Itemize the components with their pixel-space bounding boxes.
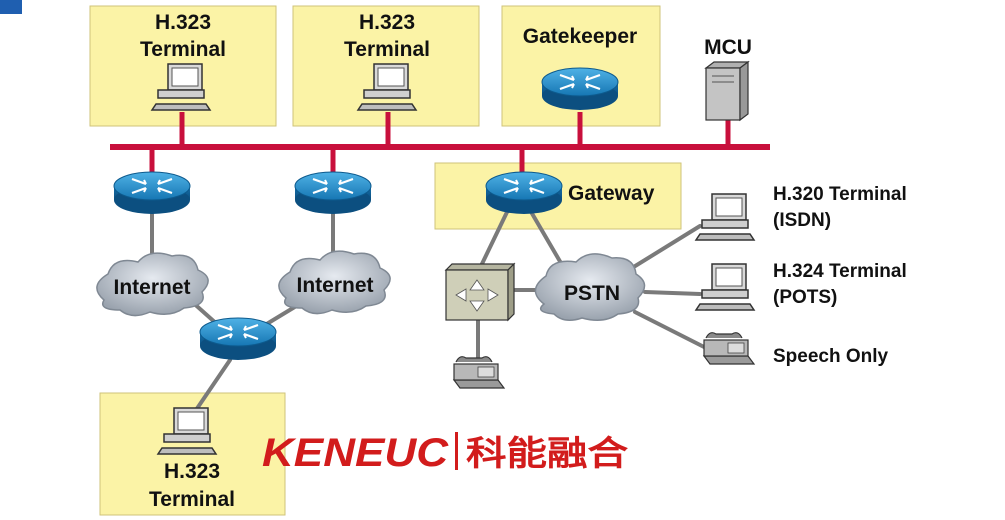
h320-label-line2: (ISDN): [773, 210, 831, 231]
mcu-server-icon: [704, 60, 750, 122]
pbx-switch-icon: [444, 262, 516, 322]
bus-drops: [149, 112, 731, 172]
speech-only-label: Speech Only: [773, 346, 889, 367]
router-middle-icon: [293, 170, 373, 216]
gatekeeper-router-icon: [540, 66, 620, 112]
gatekeeper-label: Gatekeeper: [523, 25, 637, 48]
pstn-label: PSTN: [564, 282, 620, 305]
h323-terminal-2-label-line1: H.323: [359, 11, 415, 34]
internet-right-label: Internet: [296, 274, 373, 297]
brand-chinese-text: 科能融合: [466, 434, 628, 474]
lan-bus: [110, 144, 770, 150]
speech-only-phone-icon: [703, 332, 755, 365]
h323-terminal-3-label-line1: H.323: [164, 460, 220, 483]
brand-watermark: KENEUC 科能融合: [262, 431, 628, 475]
h320-label-line1: H.320 Terminal: [773, 184, 907, 205]
h324-label-line2: (POTS): [773, 287, 837, 308]
h323-terminal-3-label-line2: Terminal: [149, 488, 235, 511]
h323-terminal-2-label-line2: Terminal: [344, 38, 430, 61]
gateway-label: Gateway: [568, 182, 655, 205]
router-left-icon: [112, 170, 192, 216]
router-bottom-icon: [198, 316, 278, 362]
internet-cloud-right: [278, 250, 391, 315]
mcu-label: MCU: [704, 36, 752, 59]
h324-label-line1: H.324 Terminal: [773, 261, 907, 282]
internet-cloud-left: [96, 252, 209, 317]
h323-terminal-1-label-line2: Terminal: [140, 38, 226, 61]
gateway-router-icon: [484, 170, 564, 216]
h323-terminal-1-label-line1: H.323: [155, 11, 211, 34]
pstn-cloud: [534, 253, 646, 321]
h324-terminal-pc-icon: [695, 263, 755, 311]
corner-marker: [0, 0, 22, 14]
brand-divider: [455, 432, 458, 470]
zone-gatekeeper: [501, 5, 661, 127]
phone-handset-icon: [453, 356, 505, 389]
brand-latin-text: KENEUC: [262, 431, 449, 475]
internet-left-label: Internet: [113, 276, 190, 299]
h320-terminal-pc-icon: [695, 193, 755, 241]
